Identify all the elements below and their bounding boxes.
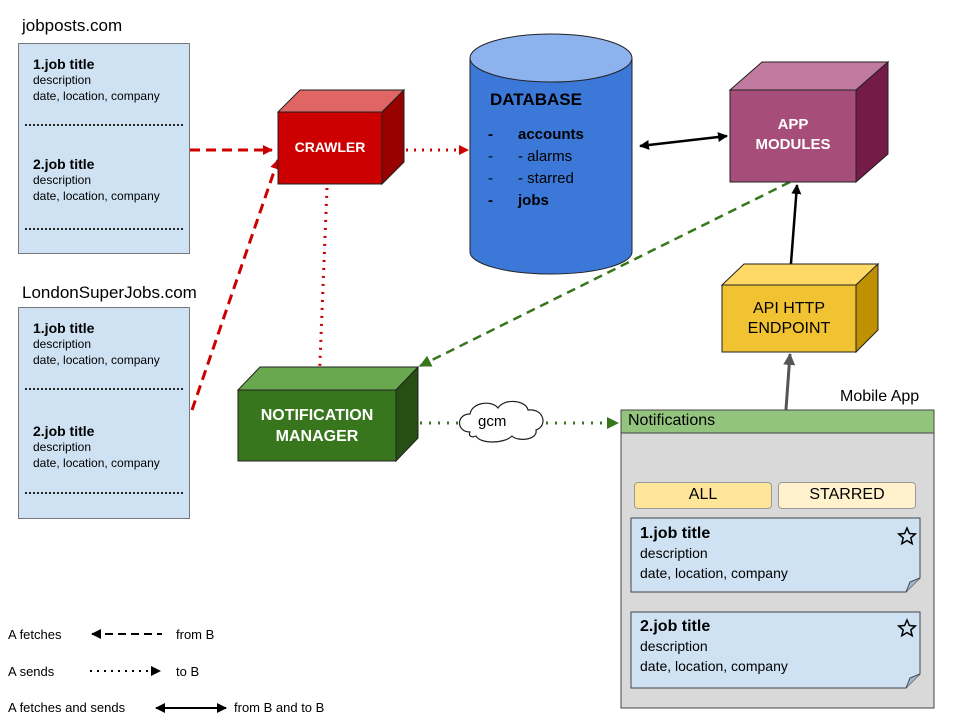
post-separator <box>25 124 183 126</box>
crawler-box <box>276 88 406 186</box>
job-post-title: 1.job title <box>33 56 95 72</box>
job-card-meta: date, location, company <box>640 565 788 581</box>
job-post: 2.job title description date, location, … <box>33 156 160 204</box>
job-card[interactable]: 2.job title description date, location, … <box>640 618 788 676</box>
star-icon[interactable] <box>896 618 918 638</box>
tab-starred[interactable]: STARRED <box>778 482 916 509</box>
job-post-description: description <box>33 73 92 87</box>
mobile-app-label: Mobile App <box>840 388 920 405</box>
job-post-description: description <box>33 440 92 454</box>
connector-london-crawler <box>190 159 280 411</box>
job-card-meta: date, location, company <box>640 658 788 674</box>
job-card-title: 1.job title <box>640 525 711 542</box>
tab-all[interactable]: ALL <box>634 482 772 509</box>
legend-to-b: to B <box>176 664 200 679</box>
post-separator <box>25 388 183 390</box>
crawler-label: CRAWLER <box>294 139 366 155</box>
connector-database-appmodules <box>639 132 728 150</box>
app-modules-box <box>728 60 890 184</box>
source-posts-panel: 1.job title description date, location, … <box>18 307 190 519</box>
job-post-meta: date, location, company <box>33 353 160 367</box>
source-site-title: LondonSuperJobs.com <box>22 283 197 302</box>
job-post-description: description <box>33 173 92 187</box>
job-post-title: 2.job title <box>33 423 95 439</box>
legend-a-fetches-sends: A fetches and sends <box>8 700 126 715</box>
notification-manager-box <box>236 365 420 463</box>
gcm-label: gcm <box>478 413 507 430</box>
job-card[interactable]: 1.job title description date, location, … <box>640 525 788 583</box>
job-post: 1.job title description date, location, … <box>33 56 160 104</box>
star-icon[interactable] <box>896 526 918 546</box>
job-post: 2.job title description date, location, … <box>33 423 160 471</box>
connector-appmodules-notification <box>419 180 791 368</box>
job-post-description: description <box>33 337 92 351</box>
job-post-meta: date, location, company <box>33 456 160 470</box>
legend-a-fetches: A fetches <box>8 627 62 642</box>
database-cylinder <box>469 33 633 275</box>
job-card-title: 2.job title <box>640 618 711 635</box>
legend-a-sends: A sends <box>8 664 55 679</box>
job-post-title: 2.job title <box>33 156 95 172</box>
source-site-title: jobposts.com <box>22 16 123 35</box>
api-endpoint-label: API HTTP ENDPOINT <box>747 300 831 337</box>
gcm-cloud <box>458 400 544 443</box>
job-post-title: 1.job title <box>33 320 95 336</box>
job-card-description: description <box>640 545 708 561</box>
api-endpoint-box <box>720 262 880 354</box>
mobile-app-header-bar <box>620 409 935 434</box>
database-item: -accounts <box>488 126 584 143</box>
legend-from-b: from B <box>176 627 215 642</box>
notifications-header: Notifications <box>628 412 716 429</box>
job-post-meta: date, location, company <box>33 89 160 103</box>
database-items: -accounts -- alarms -- starred -jobs <box>488 124 584 212</box>
database-item: -jobs <box>488 192 549 209</box>
job-card-description: description <box>640 638 708 654</box>
source-posts-panel: 1.job title description date, location, … <box>18 43 190 254</box>
connector-crawler-notification <box>314 187 329 387</box>
connector-appmodules-api <box>785 184 802 277</box>
post-separator <box>25 492 183 494</box>
job-post: 1.job title description date, location, … <box>33 320 160 368</box>
database-title: DATABASE <box>490 90 582 109</box>
job-post-meta: date, location, company <box>33 189 160 203</box>
notification-manager-label: NOTIFICATION MANAGER <box>260 407 374 445</box>
post-separator <box>25 228 183 230</box>
app-modules-label: APP MODULES <box>755 116 831 153</box>
legend-from-b-to-b: from B and to B <box>234 700 325 715</box>
database-item: -- starred <box>488 170 574 187</box>
database-item: -- alarms <box>488 148 573 165</box>
